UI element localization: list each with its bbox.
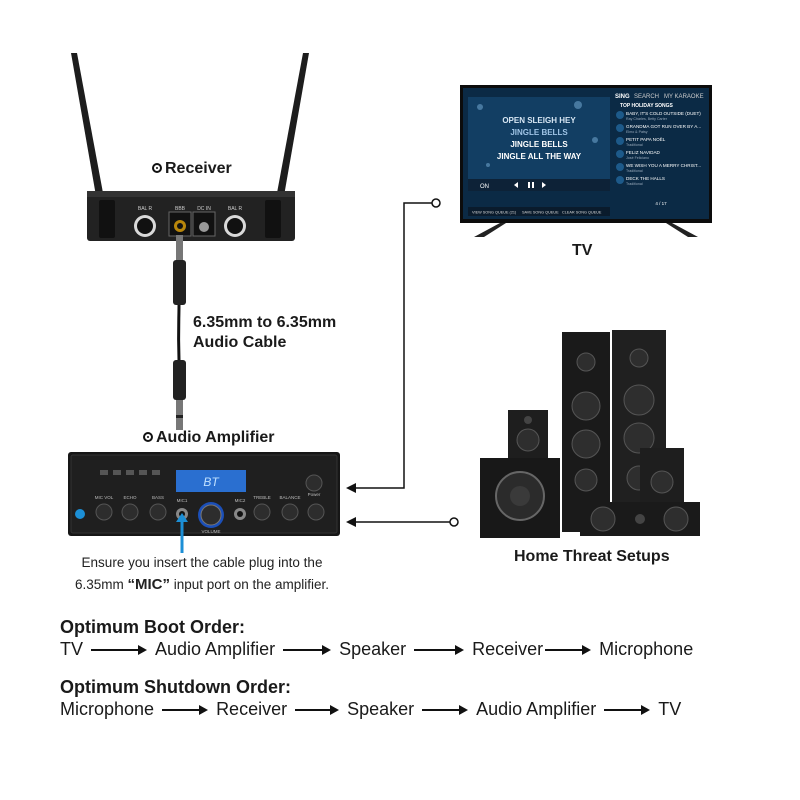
shutdown-step: Audio Amplifier xyxy=(476,699,597,719)
tv-to-amp-line xyxy=(354,202,432,489)
cable-label-line1: 6.35mm to 6.35mm xyxy=(193,314,337,331)
boot-order-sequence: TV Audio Amplifier Speaker Receiver Micr… xyxy=(60,639,693,660)
song-artist: José Feliciano xyxy=(626,156,649,160)
shutdown-step: Speaker xyxy=(347,699,415,719)
tv-label: TV xyxy=(572,242,593,259)
cable-label: 6.35mm to 6.35mm Audio Cable xyxy=(193,313,336,353)
speaker-connector-dot xyxy=(449,517,459,527)
receiver-device: BAL R BBB DC IN BAL R xyxy=(65,50,315,250)
receiver-label-text: Receiver xyxy=(165,160,232,177)
amp-control-label: MIC VOL xyxy=(95,495,114,500)
boot-order-title: Optimum Boot Order: xyxy=(60,617,245,637)
tv-to-amp-arrowhead xyxy=(346,483,356,493)
lyric-line: JINGLE BELLS xyxy=(510,140,568,149)
amp-display-text: BT xyxy=(203,475,220,489)
tv-menu-item: SEARCH xyxy=(634,94,659,100)
song-title: PETIT PAPA NOËL xyxy=(626,136,666,142)
mic-port-highlight: “MIC” xyxy=(127,576,170,593)
tv-menu-item: SING xyxy=(615,94,630,100)
lyric-line: JINGLE BELLS xyxy=(510,128,568,137)
shutdown-step: TV xyxy=(658,699,682,719)
amp-control-label: BALANCE xyxy=(279,495,300,500)
song-artist: Traditional xyxy=(626,143,643,147)
arrow-right-icon xyxy=(414,644,465,655)
audio-cable xyxy=(160,235,200,435)
mic-instruction-note: Ensure you insert the cable plug into th… xyxy=(44,552,360,596)
song-title: WE WISH YOU A MERRY CHRIST... xyxy=(626,163,701,168)
amp-control-label: MIC2 xyxy=(235,498,246,503)
lyric-line: JINGLE ALL THE WAY xyxy=(497,152,582,161)
boot-step: Speaker xyxy=(339,639,407,659)
amp-control-label: MIC1 xyxy=(177,498,188,503)
arrow-right-icon xyxy=(162,704,209,715)
speakers-label: Home Threat Setups xyxy=(514,548,670,565)
amplifier-label-text: Audio Amplifier xyxy=(156,429,275,446)
song-artist: Traditional xyxy=(626,182,643,186)
jack-label: DC IN xyxy=(197,206,211,212)
arrow-right-icon xyxy=(545,644,592,655)
receiver-illustration: BAL R BBB DC IN BAL R xyxy=(71,53,309,241)
queue-button: VIEW SONG QUEUE (21) xyxy=(472,211,517,215)
queue-button: CLEAR SONG QUEUE xyxy=(562,211,602,215)
shutdown-order-sequence: Microphone Receiver Speaker Audio Amplif… xyxy=(60,699,681,720)
arrow-right-icon xyxy=(295,704,340,715)
jack-label: BAL R xyxy=(228,206,243,212)
jack-label: BBB xyxy=(175,206,186,212)
tv-connector-dot xyxy=(431,198,441,208)
amplifier-illustration: BT MIC VOL ECHO BASS MIC1 MIC2 TREBLE BA… xyxy=(68,452,340,536)
receiver-label: Receiver xyxy=(152,160,232,178)
tv-list-title: TOP HOLIDAY SONGS xyxy=(620,103,674,109)
amp-control-label: ECHO xyxy=(123,495,137,500)
amp-control-label: TREBLE xyxy=(253,495,271,500)
arrow-right-icon xyxy=(283,644,332,655)
tv-on-label: ON xyxy=(480,184,489,190)
mic-pointer-arrow xyxy=(176,513,188,553)
connection-lines xyxy=(346,198,459,527)
lyric-line: OPEN SLEIGH HEY xyxy=(502,116,576,125)
note-line2: 6.35mm “MIC” input port on the amplifier… xyxy=(44,574,360,596)
song-title: GRANDMA GOT RUN OVER BY A... xyxy=(626,124,701,129)
tv-menu-item: MY KARAOKE xyxy=(664,94,704,100)
cable-illustration xyxy=(173,235,186,430)
song-artist: Elmo & Patsy xyxy=(626,130,648,134)
target-icon xyxy=(143,432,153,442)
note-text: input port on the amplifier. xyxy=(169,577,330,592)
arrow-right-icon xyxy=(91,644,148,655)
speakers-illustration xyxy=(480,330,700,538)
queue-button: SAVE SONG QUEUE xyxy=(522,211,559,215)
target-icon xyxy=(152,163,162,173)
amp-control-label: Power xyxy=(308,492,321,497)
note-line1: Ensure you insert the cable plug into th… xyxy=(81,555,323,570)
boot-step: TV xyxy=(60,639,84,659)
tv-page-indicator: 4 / 17 xyxy=(655,201,667,206)
cable-label-line2: Audio Cable xyxy=(193,334,287,351)
amplifier-label: Audio Amplifier xyxy=(143,429,275,447)
shutdown-step: Receiver xyxy=(216,699,288,719)
amplifier-device: BT MIC VOL ECHO BASS MIC1 MIC2 TREBLE BA… xyxy=(68,452,340,536)
note-text: 6.35mm xyxy=(74,577,128,592)
arrow-right-icon xyxy=(604,704,651,715)
boot-step: Microphone xyxy=(599,639,694,659)
song-artist: Traditional xyxy=(626,169,643,173)
boot-step: Audio Amplifier xyxy=(155,639,276,659)
shutdown-step: Microphone xyxy=(60,699,155,719)
song-title: DECK THE HALLS xyxy=(626,176,665,181)
shutdown-order-title: Optimum Shutdown Order: xyxy=(60,677,291,697)
tv-device: OPEN SLEIGH HEY JINGLE BELLS JINGLE BELL… xyxy=(460,85,712,245)
song-title: BABY, IT'S COLD OUTSIDE (DUET) xyxy=(626,111,701,116)
home-theater-speakers xyxy=(478,328,703,540)
amp-control-label: BASS xyxy=(152,495,164,500)
arrow-right-icon xyxy=(422,704,469,715)
speakers-to-amp-arrowhead xyxy=(346,517,356,527)
jack-label: BAL R xyxy=(138,206,153,212)
tv-illustration: OPEN SLEIGH HEY JINGLE BELLS JINGLE BELL… xyxy=(460,85,712,237)
song-title: FELIZ NAVIDAD xyxy=(626,150,661,155)
amp-control-label: VOLUME xyxy=(201,529,220,534)
boot-step: Receiver xyxy=(472,639,544,659)
song-artist: Ray Charles, Betty Carter xyxy=(626,117,668,121)
